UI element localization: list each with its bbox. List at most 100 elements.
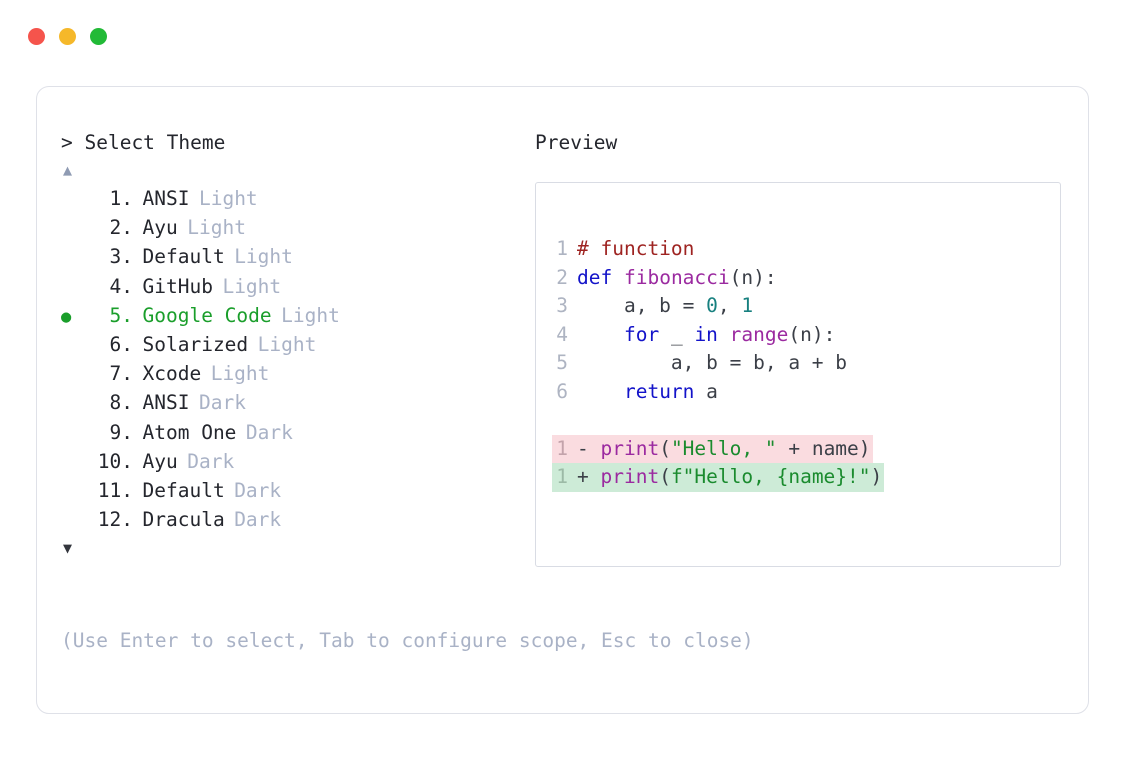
theme-item-number: 3.: [109, 245, 133, 269]
selected-bullet-icon: ●: [61, 306, 72, 327]
code-token-kw: in: [694, 322, 718, 346]
code-line-text: def fibonacci(n):: [577, 264, 777, 293]
code-token-punct: ): [870, 465, 883, 489]
theme-item-name: ANSI: [142, 391, 190, 415]
bullet-placeholder: [61, 420, 89, 448]
code-token-num: 0: [706, 294, 718, 318]
bullet-placeholder: [61, 332, 89, 360]
theme-item-name: Default: [142, 245, 225, 269]
bullet-placeholder: [61, 478, 89, 506]
window-titlebar: [0, 0, 1129, 72]
code-token-plain: [718, 323, 730, 346]
preview-label: Preview: [535, 131, 618, 154]
theme-item-mode: Light: [210, 362, 270, 386]
traffic-light-buttons: [28, 27, 107, 45]
line-number: 1: [556, 237, 568, 260]
scroll-down-icon[interactable]: ▼: [63, 539, 73, 558]
line-number: 3: [556, 294, 568, 318]
code-token-fn: print: [600, 436, 660, 460]
code-token-str: "Hello, ": [670, 436, 777, 460]
code-token-str: f"Hello, {name}!": [670, 465, 871, 489]
select-theme-prompt: > Select Theme: [61, 131, 226, 154]
code-token-plain: + name: [776, 436, 859, 460]
theme-item-mode: Dark: [234, 479, 282, 503]
line-number: 5: [556, 351, 568, 375]
code-token-plain: [577, 323, 624, 346]
code-token-plain: [612, 266, 624, 289]
bullet-placeholder: [61, 244, 89, 272]
theme-item-number: 8.: [109, 391, 133, 415]
theme-item-number: 5.: [109, 303, 133, 327]
code-token-punct: (: [659, 436, 671, 460]
diff-sign: -: [577, 436, 601, 460]
theme-item-number: 1.: [109, 187, 133, 210]
bullet-placeholder: [61, 390, 89, 418]
bullet-placeholder: [61, 507, 89, 535]
theme-item-mode: Light: [281, 303, 340, 327]
theme-item-number: 9.: [109, 420, 133, 444]
line-number: 2: [556, 265, 568, 289]
theme-item-name: Default: [142, 479, 225, 503]
scroll-up-icon[interactable]: ▲: [63, 161, 73, 179]
theme-list-item[interactable]: 3. Default Light: [61, 243, 531, 272]
code-token-plain: a, b = b, a + b: [577, 351, 848, 375]
bullet-placeholder: [61, 449, 89, 477]
diff-line: 1+ print(f"Hello, {name}!"): [552, 463, 1060, 492]
theme-list-item[interactable]: 10. Ayu Dark: [61, 448, 531, 477]
line-number: 1: [552, 463, 577, 492]
theme-item-name: Dracula: [142, 508, 225, 532]
code-token-punct: (: [659, 465, 671, 489]
code-token-kw: for: [623, 322, 660, 346]
keyboard-hint-text: (Use Enter to select, Tab to configure s…: [61, 629, 754, 652]
theme-item-number: 2.: [109, 216, 133, 240]
maximize-window-icon[interactable]: [90, 27, 107, 45]
code-token-punct: ): [858, 436, 871, 460]
theme-item-name: Ayu: [142, 449, 178, 473]
theme-item-number: 4.: [109, 274, 133, 298]
code-token-plain: ,: [717, 294, 742, 318]
theme-item-number: 10.: [97, 449, 133, 473]
line-number: 4: [556, 322, 568, 346]
theme-item-name: Xcode: [142, 362, 202, 386]
code-token-punct: (n):: [729, 265, 777, 289]
code-line-text: for _ in range(n):: [577, 321, 835, 350]
code-line: 2 def fibonacci(n):: [552, 264, 1060, 293]
code-token-comment: # function: [577, 237, 695, 260]
code-token-kw: def: [577, 265, 613, 289]
bullet-placeholder: [61, 215, 89, 243]
bullet-placeholder: [61, 274, 89, 302]
code-line: 5 a, b = b, a + b: [552, 349, 1060, 378]
line-number: 1: [552, 434, 577, 464]
code-line: 3 a, b = 0, 1: [552, 292, 1060, 321]
code-line: 4 for _ in range(n):: [552, 321, 1060, 350]
theme-item-name: Solarized: [142, 333, 249, 357]
code-line-text: return a: [577, 378, 718, 407]
code-line-text: a, b = b, a + b: [577, 349, 847, 378]
theme-item-mode: Dark: [187, 449, 235, 473]
theme-item-mode: Light: [234, 245, 293, 269]
code-token-fn: fibonacci: [623, 265, 730, 289]
code-line: 6 return a: [552, 378, 1060, 407]
code-token-kw: return: [623, 379, 695, 403]
code-token-punct: (n):: [788, 322, 836, 346]
close-window-icon[interactable]: [28, 27, 45, 45]
line-number: 6: [556, 379, 568, 403]
code-token-fn: print: [600, 465, 660, 489]
minimize-window-icon[interactable]: [59, 27, 76, 45]
bullet-placeholder: [61, 361, 89, 389]
